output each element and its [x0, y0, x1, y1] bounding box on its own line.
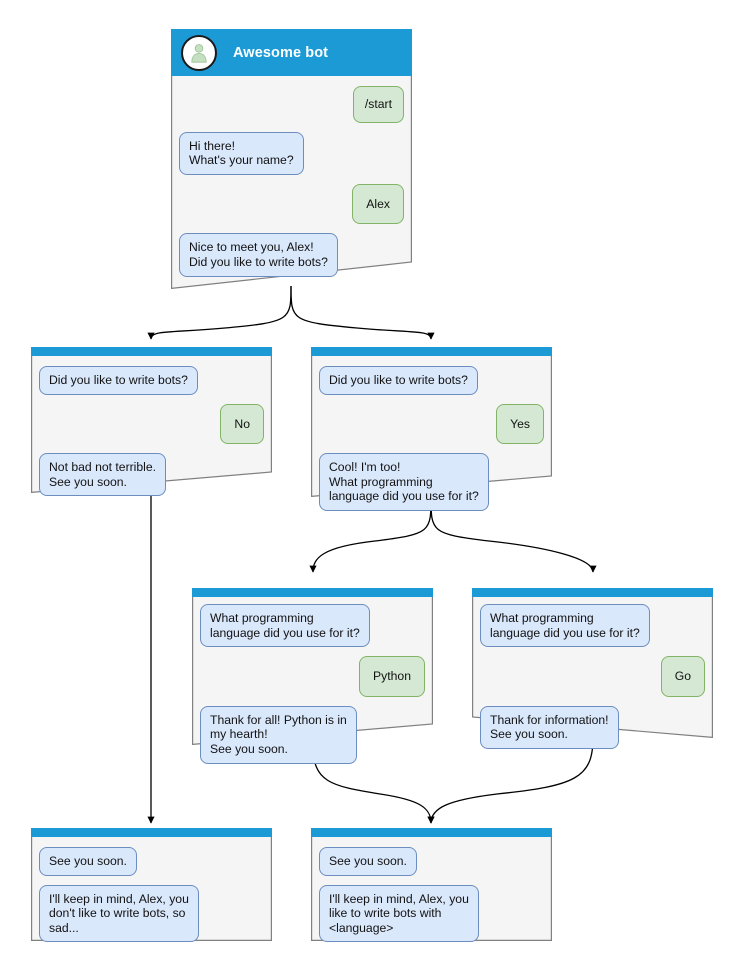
bot-title: Awesome bot: [233, 44, 329, 61]
message-row: See you soon.: [39, 847, 264, 876]
message-row: Cool! I'm too! What programming language…: [319, 453, 544, 511]
bot-bubble[interactable]: Not bad not terrible. See you soon.: [39, 453, 167, 497]
bot-header: Awesome bot: [171, 29, 412, 76]
end-happy-chat-area: See you soon. I'll keep in mind, Alex, y…: [311, 837, 552, 951]
no-branch-chat-area: Did you like to write bots? No Not bad n…: [31, 356, 272, 505]
node-yes-branch[interactable]: Did you like to write bots? Yes Cool! I'…: [311, 347, 552, 511]
bot-bubble[interactable]: Did you like to write bots?: [39, 366, 198, 395]
node-header-strip: [311, 828, 552, 837]
root-chat-area: /start Hi there! What's your name? Alex …: [171, 76, 412, 286]
bot-bubble[interactable]: Cool! I'm too! What programming language…: [319, 453, 489, 511]
bot-bubble[interactable]: Thank for all! Python is in my hearth! S…: [200, 705, 357, 764]
python-branch-chat-area: What programming language did you use fo…: [192, 594, 433, 773]
node-end-sad[interactable]: See you soon. I'll keep in mind, Alex, y…: [31, 828, 272, 943]
node-header-strip: [31, 347, 272, 356]
person-avatar-icon: [181, 34, 217, 71]
go-branch-chat-area: What programming language did you use fo…: [472, 594, 713, 758]
edge-root-to-no: [147, 285, 292, 340]
bot-bubble[interactable]: See you soon.: [319, 847, 417, 876]
message-row: No: [39, 403, 264, 445]
message-row: Thank for all! Python is in my hearth! S…: [200, 705, 425, 764]
node-root[interactable]: Awesome bot /start Hi there! What's your…: [171, 29, 412, 289]
node-no-branch[interactable]: Did you like to write bots? No Not bad n…: [31, 347, 272, 497]
user-bubble[interactable]: Python: [359, 656, 425, 697]
bot-bubble[interactable]: Did you like to write bots?: [319, 366, 478, 395]
node-end-happy[interactable]: See you soon. I'll keep in mind, Alex, y…: [311, 828, 552, 943]
bot-bubble[interactable]: Hi there! What's your name?: [179, 131, 304, 175]
user-bubble[interactable]: Alex: [352, 183, 404, 225]
user-bubble[interactable]: Yes: [496, 403, 544, 445]
node-header-strip: [311, 347, 552, 356]
end-sad-chat-area: See you soon. I'll keep in mind, Alex, y…: [31, 837, 272, 951]
user-bubble[interactable]: Go: [660, 656, 705, 697]
message-row: What programming language did you use fo…: [200, 604, 425, 648]
message-row: Go: [480, 656, 705, 697]
bot-bubble[interactable]: See you soon.: [39, 847, 137, 876]
user-bubble[interactable]: /start: [352, 86, 404, 123]
message-row: I'll keep in mind, Alex, you don't like …: [39, 884, 264, 943]
edge-root-to-yes: [290, 285, 435, 340]
message-row: See you soon.: [319, 847, 544, 876]
bot-bubble[interactable]: I'll keep in mind, Alex, you like to wri…: [319, 884, 479, 943]
bot-bubble[interactable]: What programming language did you use fo…: [200, 604, 370, 648]
message-row: Did you like to write bots?: [319, 366, 544, 395]
message-row: Not bad not terrible. See you soon.: [39, 453, 264, 497]
message-row: Did you like to write bots?: [39, 366, 264, 395]
user-bubble[interactable]: No: [220, 403, 264, 445]
node-python-branch[interactable]: What programming language did you use fo…: [192, 588, 433, 764]
node-header-strip: [192, 588, 433, 597]
node-header-strip: [31, 828, 272, 837]
node-header-strip: [472, 588, 713, 597]
bot-bubble[interactable]: Nice to meet you, Alex! Did you like to …: [179, 233, 338, 277]
yes-branch-chat-area: Did you like to write bots? Yes Cool! I'…: [311, 356, 552, 520]
message-row: Nice to meet you, Alex! Did you like to …: [179, 233, 404, 277]
message-row: Thank for information! See you soon.: [480, 705, 705, 749]
message-row: /start: [179, 86, 404, 123]
message-row: Python: [200, 656, 425, 697]
bot-bubble[interactable]: I'll keep in mind, Alex, you don't like …: [39, 884, 199, 943]
message-row: Alex: [179, 183, 404, 225]
bot-bubble[interactable]: What programming language did you use fo…: [480, 604, 650, 648]
message-row: Hi there! What's your name?: [179, 131, 404, 175]
node-go-branch[interactable]: What programming language did you use fo…: [472, 588, 713, 749]
message-row: I'll keep in mind, Alex, you like to wri…: [319, 884, 544, 943]
message-row: Yes: [319, 403, 544, 445]
bot-bubble[interactable]: Thank for information! See you soon.: [480, 705, 619, 749]
message-row: What programming language did you use fo…: [480, 604, 705, 648]
